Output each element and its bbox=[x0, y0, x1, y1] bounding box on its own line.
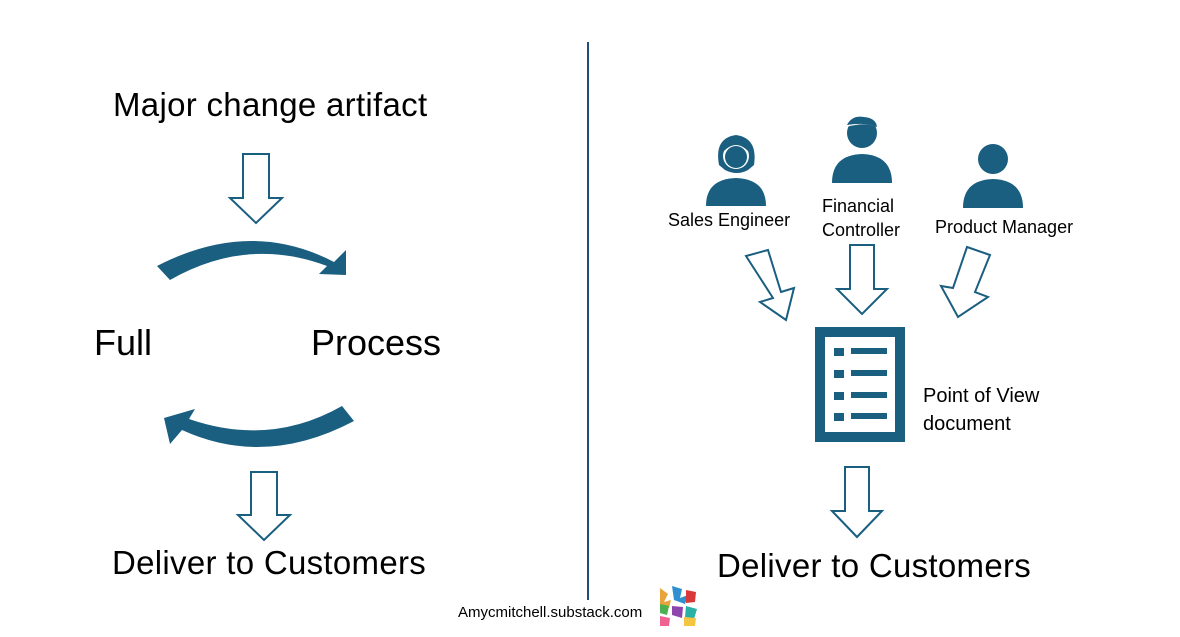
substack-credit[interactable]: Amycmitchell.substack.com bbox=[458, 604, 643, 621]
role-label-financial-line2: Controller bbox=[822, 220, 901, 240]
cycle-process-label: Process bbox=[311, 322, 442, 363]
document-label-line2: document bbox=[923, 413, 1011, 435]
document-label-line1: Point of View bbox=[923, 385, 1040, 407]
major-change-artifact-label: Major change artifact bbox=[113, 86, 428, 123]
left-deliver-label: Deliver to Customers bbox=[112, 544, 427, 581]
arrow-from-sales-engineer bbox=[744, 248, 796, 322]
role-label-financial-line1: Financial bbox=[822, 196, 895, 216]
role-label-product-manager: Product Manager bbox=[935, 217, 1074, 237]
role-label-sales-engineer: Sales Engineer bbox=[668, 210, 791, 230]
arrow-from-financial-controller bbox=[834, 244, 890, 316]
document-checklist-icon bbox=[815, 327, 905, 442]
cycle-arrow-top bbox=[157, 240, 346, 280]
cycle-arrow-bottom bbox=[164, 406, 354, 447]
product-manager-person-icon bbox=[963, 144, 1023, 208]
down-arrow-bottom-left bbox=[235, 471, 293, 542]
right-deliver-label: Deliver to Customers bbox=[717, 547, 1032, 584]
painted-hands-logo bbox=[657, 584, 699, 626]
sales-engineer-person-icon bbox=[706, 135, 766, 206]
down-arrow-bottom-right bbox=[829, 466, 885, 539]
down-arrow-top-left bbox=[227, 153, 285, 225]
financial-controller-person-icon bbox=[832, 114, 892, 183]
cycle-full-label: Full bbox=[94, 322, 153, 363]
arrow-from-product-manager bbox=[939, 245, 992, 319]
